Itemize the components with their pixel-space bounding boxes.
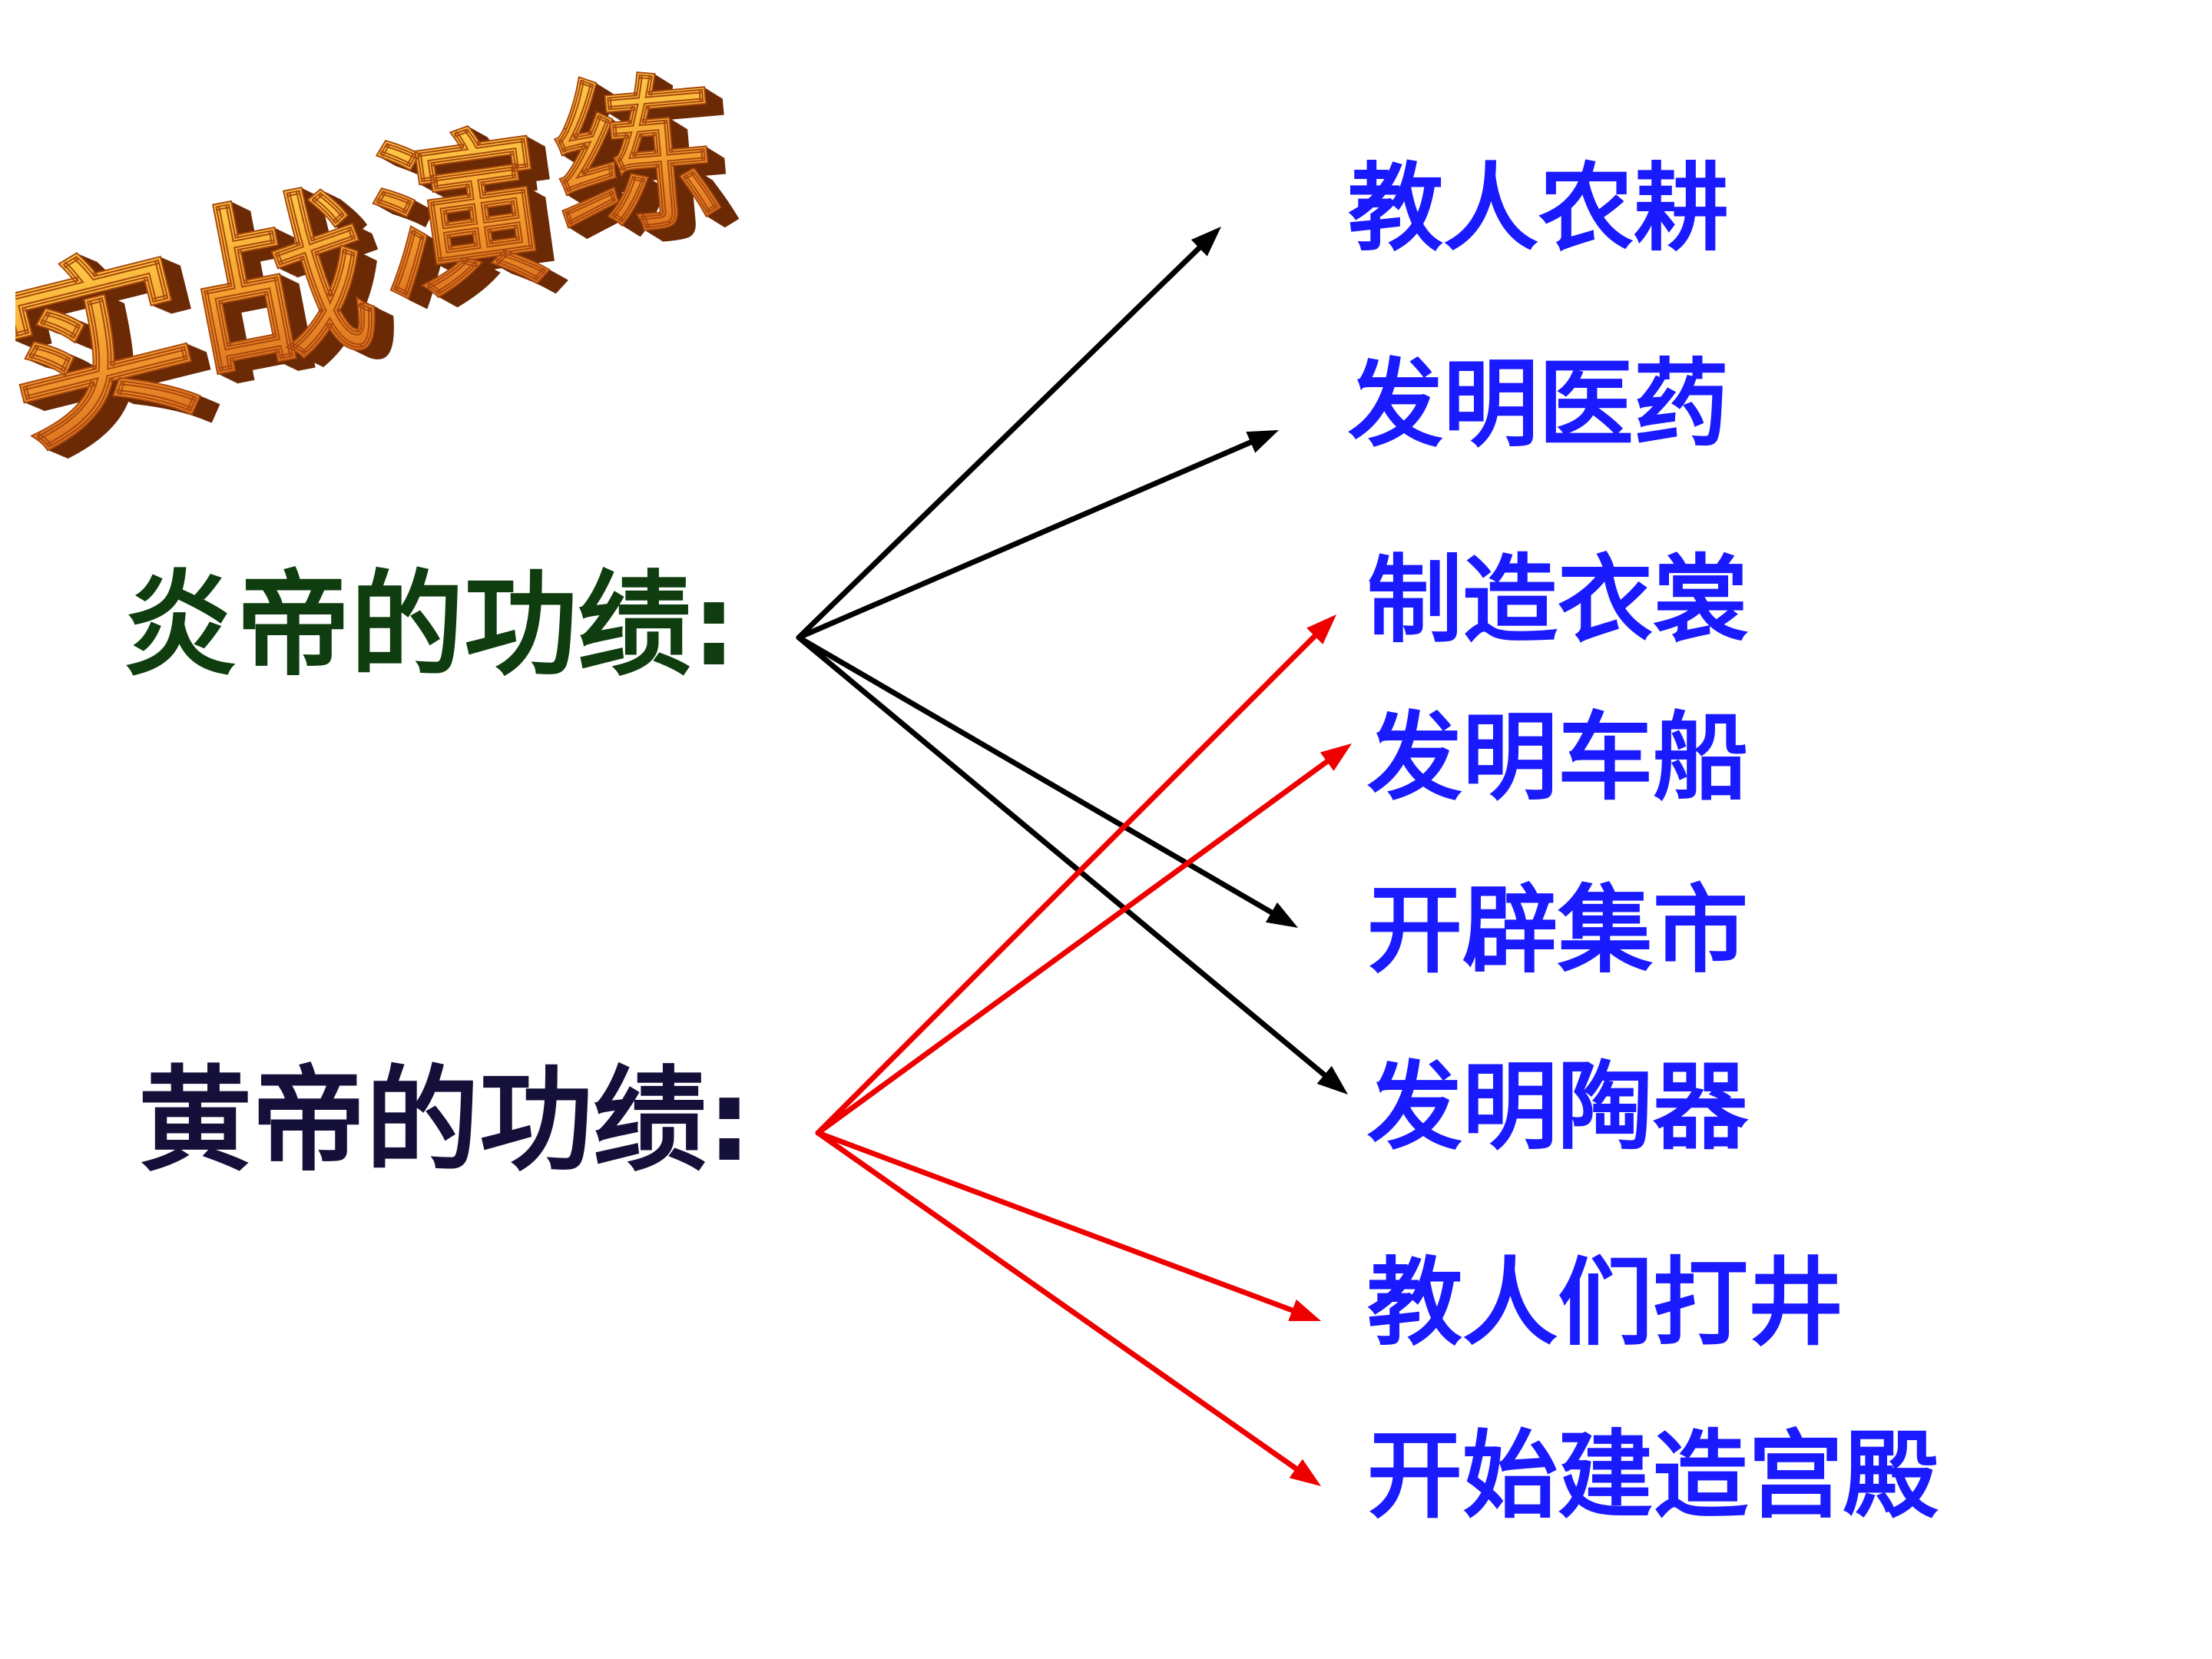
svg-text:练: 练 [551, 58, 732, 265]
svg-text:练: 练 [556, 61, 737, 268]
svg-text:演: 演 [370, 111, 569, 335]
svg-text:练: 练 [548, 57, 730, 263]
svg-text:战: 战 [176, 167, 393, 407]
svg-text:练: 练 [552, 59, 733, 266]
arrow-huangdi-t3 [815, 759, 1330, 1136]
svg-text:练: 练 [558, 62, 739, 269]
svg-text:演: 演 [372, 112, 571, 336]
svg-text:战: 战 [180, 169, 397, 409]
svg-text:演: 演 [365, 108, 564, 332]
svg-text:战: 战 [188, 173, 406, 413]
arrowhead-huangdi-t3 [1320, 743, 1352, 771]
arrowhead-huangdi-t2 [1306, 614, 1336, 644]
svg-text:练: 练 [545, 55, 727, 261]
title-wordart: 实实实实实实实实实实实实实实实战战战战战战战战战战战战战战战演演演演演演演演演演… [15, 54, 745, 476]
arrow-huangdi-t2 [815, 633, 1318, 1136]
svg-text:演: 演 [363, 108, 562, 331]
svg-text:战: 战 [178, 168, 396, 409]
arrow-yandi-t5 [796, 634, 1327, 1078]
svg-text:战: 战 [184, 171, 401, 411]
svg-text:演: 演 [361, 106, 560, 329]
target-invent-medicine: 发明医药 [1348, 349, 1730, 460]
svg-text:演: 演 [376, 114, 575, 338]
source-yandi-achievements: 炎帝的功绩: [123, 559, 737, 691]
target-teach-well-digging: 教人们打井 [1367, 1248, 1844, 1359]
target-open-markets: 开辟集市 [1367, 876, 1749, 986]
arrow-huangdi-t7 [815, 1130, 1299, 1472]
svg-text:战: 战 [190, 174, 407, 414]
svg-text:练: 练 [547, 55, 728, 262]
svg-text:练: 练 [558, 63, 740, 270]
svg-text:练: 练 [563, 65, 744, 272]
target-build-palaces: 开始建造宫殿 [1367, 1421, 1939, 1532]
svg-text:练: 练 [555, 61, 736, 267]
svg-text:战: 战 [190, 174, 408, 415]
wordart-characters: 实实实实实实实实实实实实实实实战战战战战战战战战战战战战战战演演演演演演演演演演… [15, 54, 745, 476]
arrow-yandi-t4 [796, 634, 1274, 916]
arrowhead-yandi-t4 [1265, 902, 1298, 928]
arrow-yandi-t1 [796, 439, 1253, 641]
svg-text:战: 战 [171, 165, 389, 406]
svg-text:演: 演 [373, 113, 571, 336]
svg-text:战: 战 [173, 165, 390, 406]
arrowhead-yandi-t5 [1316, 1065, 1348, 1094]
svg-text:战: 战 [187, 172, 404, 412]
svg-text:实: 实 [15, 219, 220, 476]
svg-text:战: 战 [185, 171, 402, 412]
svg-text:战: 战 [181, 170, 399, 410]
svg-text:演: 演 [369, 111, 568, 334]
svg-text:战: 战 [174, 166, 392, 406]
svg-text:演: 演 [374, 114, 573, 337]
arrow-yandi-t0 [796, 245, 1202, 641]
svg-text:演: 演 [379, 117, 578, 340]
arrowhead-yandi-t0 [1190, 227, 1221, 257]
svg-text:演: 演 [367, 110, 566, 333]
svg-text:练: 练 [550, 58, 731, 264]
source-huangdi-achievements: 黄帝的功绩: [138, 1055, 753, 1187]
svg-text:演: 演 [377, 115, 576, 339]
svg-text:练: 练 [564, 66, 745, 273]
target-make-clothing: 制造衣裳 [1367, 545, 1749, 656]
svg-text:战: 战 [183, 171, 400, 411]
arrowhead-huangdi-t6 [1288, 1299, 1321, 1322]
arrow-huangdi-t6 [815, 1130, 1296, 1313]
target-invent-pottery: 发明陶器 [1367, 1052, 1749, 1163]
arrow-layer [796, 227, 1352, 1486]
arrowhead-huangdi-t7 [1289, 1459, 1321, 1486]
svg-text:演: 演 [362, 107, 561, 330]
arrowhead-yandi-t1 [1246, 430, 1279, 453]
svg-text:战: 战 [177, 167, 394, 408]
svg-text:练: 练 [560, 64, 741, 270]
svg-text:演: 演 [366, 109, 565, 333]
svg-text:演: 演 [378, 116, 577, 339]
svg-text:练: 练 [554, 60, 735, 267]
target-invent-carts-boats: 发明车船 [1367, 703, 1749, 813]
target-teach-farming: 教人农耕 [1348, 154, 1730, 264]
svg-text:练: 练 [561, 65, 743, 271]
